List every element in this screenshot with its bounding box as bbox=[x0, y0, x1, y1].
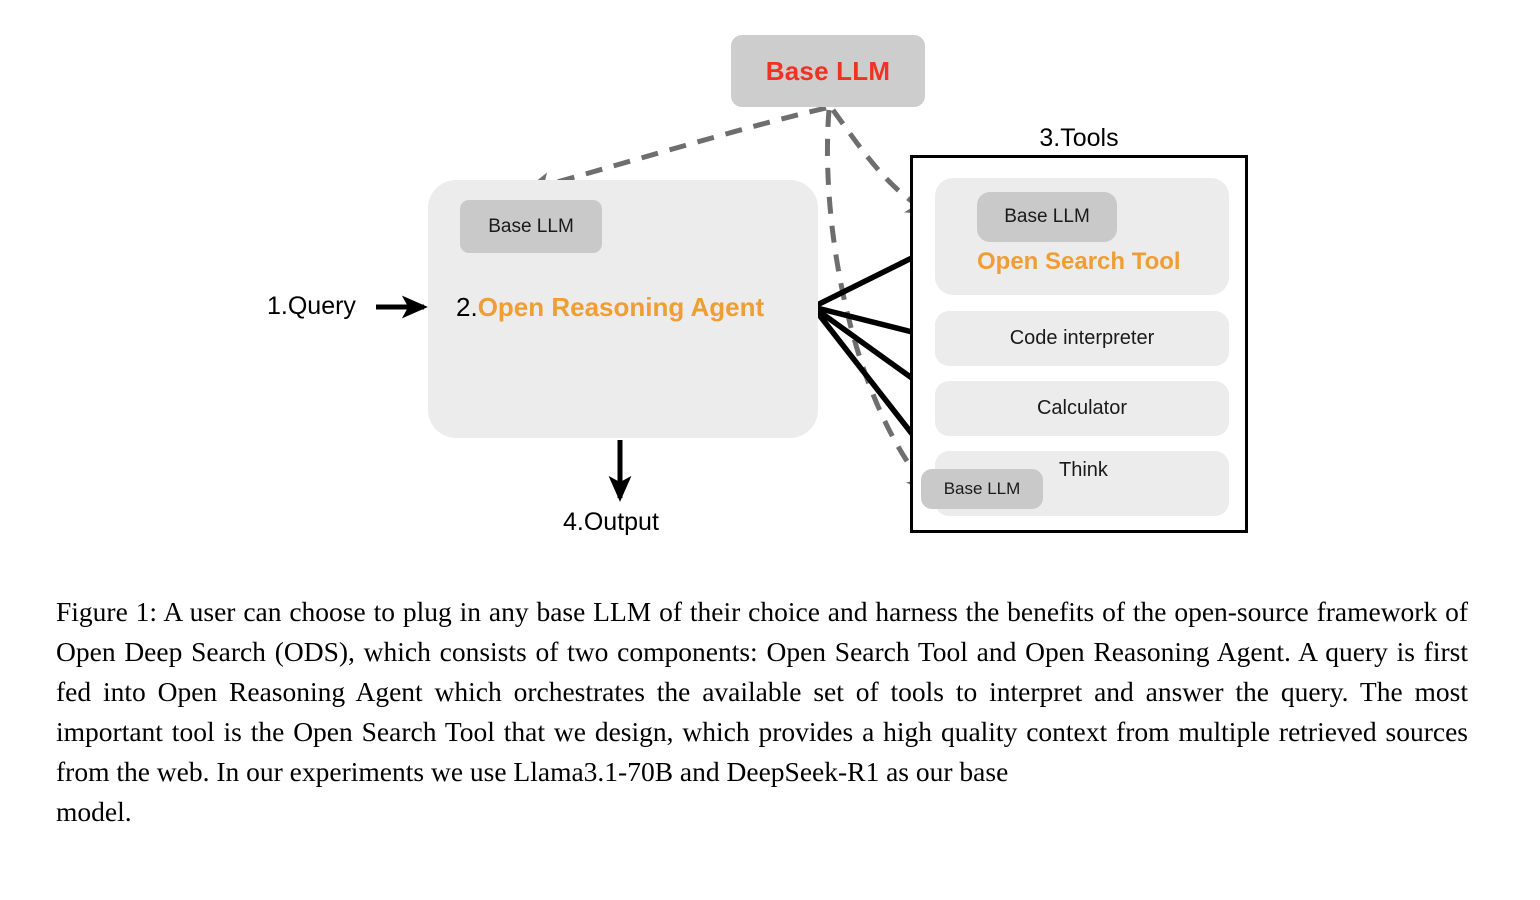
figure-diagram: Base LLM 1.Query Base LLM 2.Open Reasoni… bbox=[267, 35, 1248, 536]
think-base-llm-chip-label: Base LLM bbox=[943, 479, 1021, 498]
calculator-label: Calculator bbox=[1036, 397, 1128, 419]
caption-text: Figure 1: A user can choose to plug in a… bbox=[56, 596, 1468, 787]
output-label: 4.Output bbox=[563, 508, 659, 536]
agent-step-number: 2. bbox=[456, 292, 478, 322]
tool-card-code-interpreter[interactable]: Code interpreter bbox=[935, 311, 1229, 366]
search-tool-base-llm-chip[interactable]: Base LLM bbox=[977, 192, 1117, 242]
base-llm-top-box[interactable]: Base LLM bbox=[731, 35, 925, 107]
tool-card-open-search-tool[interactable]: Base LLM Open Search Tool bbox=[935, 178, 1229, 295]
tools-title: 3.Tools bbox=[1039, 124, 1119, 152]
code-interpreter-label: Code interpreter bbox=[1009, 327, 1155, 349]
query-label: 1.Query bbox=[267, 292, 356, 320]
agent-base-llm-chip[interactable]: Base LLM bbox=[460, 200, 602, 253]
agent-base-llm-chip-label: Base LLM bbox=[488, 215, 574, 237]
think-label: Think bbox=[1059, 459, 1108, 481]
open-search-tool-label: Open Search Tool bbox=[977, 248, 1181, 275]
base-llm-top-label: Base LLM bbox=[765, 55, 891, 86]
agent-title: 2.Open Reasoning Agent bbox=[456, 292, 764, 323]
search-tool-base-llm-chip-label: Base LLM bbox=[1004, 206, 1090, 227]
think-base-llm-chip[interactable]: Base LLM bbox=[921, 469, 1043, 509]
tools-box: Base LLM Open Search Tool Code interpret… bbox=[910, 155, 1248, 533]
caption-last-line: model. bbox=[56, 796, 132, 827]
arrow-baseLLM-to-agent-chip bbox=[524, 105, 827, 196]
agent-title-text: Open Reasoning Agent bbox=[477, 292, 765, 322]
figure-caption: Figure 1: A user can choose to plug in a… bbox=[56, 592, 1468, 832]
open-reasoning-agent-box[interactable]: Base LLM 2.Open Reasoning Agent bbox=[428, 180, 818, 438]
tool-card-think[interactable]: Base LLM Think bbox=[921, 451, 1229, 516]
tool-card-calculator[interactable]: Calculator bbox=[935, 381, 1229, 436]
